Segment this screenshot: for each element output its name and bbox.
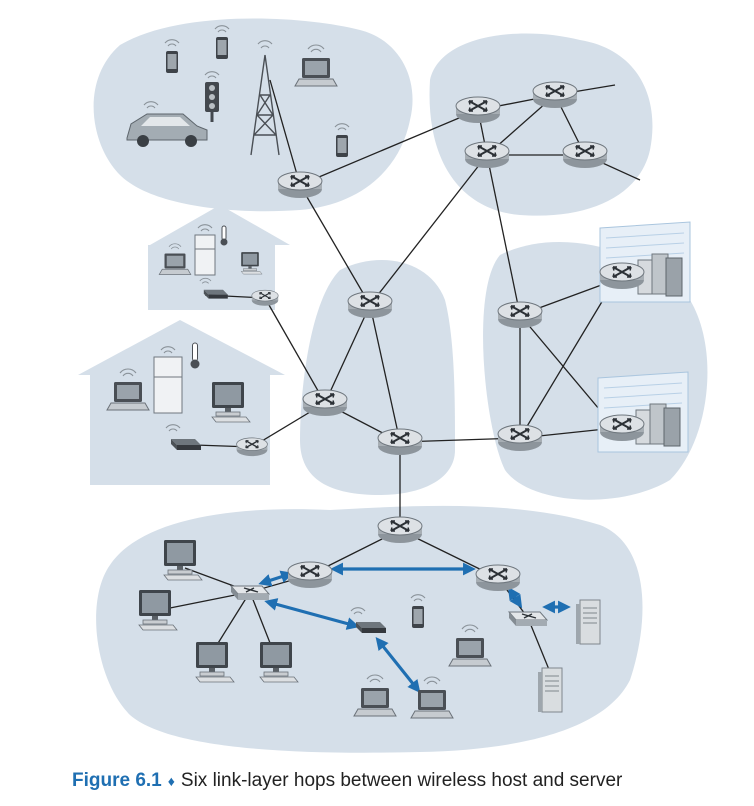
hop-arrow xyxy=(258,570,294,587)
caption-text: Six link-layer hops between wireless hos… xyxy=(180,770,623,791)
thermometer-icon xyxy=(220,225,228,246)
home-network-small xyxy=(148,205,290,310)
figure-caption: Figure 6.1 ♦ Six link-layer hops between w… xyxy=(72,770,712,796)
router-icon xyxy=(532,81,578,109)
refrigerator-icon xyxy=(153,346,183,414)
router-icon xyxy=(464,141,510,169)
router-icon xyxy=(277,171,323,199)
mobile-network-region xyxy=(93,18,413,212)
home-network-devices xyxy=(106,224,263,451)
router-icon xyxy=(251,289,279,307)
router-icon xyxy=(377,516,423,544)
router-icon xyxy=(599,262,645,290)
server-icon xyxy=(575,599,601,645)
router-icon xyxy=(599,414,645,442)
router-icon xyxy=(302,389,348,417)
server-icon xyxy=(537,667,563,713)
hop-arrow xyxy=(507,586,523,609)
router-icon xyxy=(287,561,333,589)
switch-icon xyxy=(508,611,548,627)
caption-separator: ♦ xyxy=(167,773,175,789)
router-icon xyxy=(455,96,501,124)
refrigerator-icon xyxy=(194,224,216,276)
cloud-datacenter-icon xyxy=(599,221,691,303)
cloud-datacenter-icon xyxy=(597,371,689,453)
router-icon xyxy=(562,141,608,169)
traffic-light-icon xyxy=(204,71,220,122)
figure-label: Figure 6.1 xyxy=(72,770,162,791)
router-icon xyxy=(497,301,543,329)
car-icon xyxy=(126,101,208,147)
router-icon xyxy=(347,291,393,319)
router-icon xyxy=(235,437,269,457)
hop-arrow xyxy=(264,598,360,630)
isp-region xyxy=(429,33,653,216)
link-layer-hops xyxy=(258,562,571,693)
switch-icon xyxy=(230,585,270,601)
hop-arrow xyxy=(375,637,421,693)
cell-tower-icon xyxy=(250,40,280,156)
router-icon xyxy=(475,564,521,592)
router-icon xyxy=(497,424,543,452)
mobile-network-devices xyxy=(126,25,350,158)
thermometer-icon xyxy=(190,342,200,369)
router-icon xyxy=(377,428,423,456)
